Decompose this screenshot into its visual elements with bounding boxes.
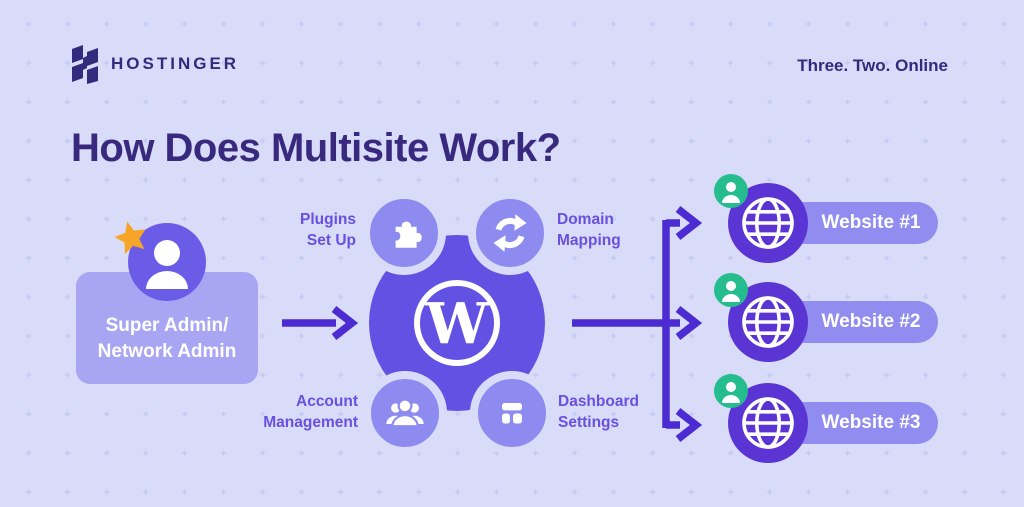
- website-3-user-badge: [714, 374, 748, 408]
- label-plugins-set-up: Plugins Set Up: [300, 209, 356, 251]
- website-2-label: Website #2: [821, 311, 921, 332]
- dashboard-icon: [502, 403, 522, 424]
- label-domain-line1: Domain: [557, 211, 614, 228]
- globe-icon: [742, 296, 794, 348]
- super-admin-line1: Super Admin/: [105, 315, 229, 336]
- hostinger-logo: HOSTINGER: [70, 44, 239, 84]
- satellite-plugins: [362, 191, 446, 275]
- website-3-label: Website #3: [821, 412, 921, 433]
- satellite-domain: [468, 191, 552, 275]
- label-domain-mapping: Domain Mapping: [557, 209, 621, 251]
- sync-icon: [493, 214, 527, 252]
- super-admin-line2: Network Admin: [97, 341, 237, 362]
- label-dashboard-line2: Settings: [558, 414, 620, 431]
- user-badge-icon: [722, 382, 740, 403]
- label-domain-line2: Mapping: [557, 232, 621, 249]
- user-badge-icon: [722, 281, 740, 302]
- arrow-core-to-websites: [572, 206, 703, 442]
- website-2-user-badge: [714, 273, 748, 307]
- label-dashboard-settings: Dashboard Settings: [558, 391, 639, 433]
- label-account-management: Account Management: [263, 391, 358, 433]
- website-3-globe-circle: [728, 383, 808, 463]
- page-title: How Does Multisite Work?: [71, 126, 561, 170]
- label-plugins-line1: Plugins: [300, 211, 356, 228]
- arrow-admin-to-core: [282, 306, 359, 340]
- brand-tagline: Three. Two. Online: [797, 56, 948, 75]
- website-1-user-badge: [714, 174, 748, 208]
- user-badge-icon: [722, 182, 740, 203]
- label-plugins-line2: Set Up: [306, 232, 356, 249]
- globe-icon: [742, 197, 794, 249]
- hostinger-h-icon: [72, 45, 98, 84]
- wordpress-w-monogram: W: [425, 291, 490, 357]
- user-icon: [146, 240, 188, 289]
- wordpress-logo: W: [414, 280, 500, 366]
- super-admin-label: Super Admin/ Network Admin: [98, 313, 237, 365]
- website-1-label: Website #1: [821, 212, 921, 233]
- star-icon: [114, 221, 146, 254]
- label-account-line1: Account: [296, 393, 358, 410]
- puzzle-icon: [395, 221, 422, 248]
- label-account-line2: Management: [263, 414, 358, 431]
- satellite-dashboard: [470, 371, 554, 455]
- label-dashboard-line1: Dashboard: [558, 393, 639, 410]
- people-icon: [386, 398, 424, 428]
- brand-name: HOSTINGER: [111, 54, 240, 73]
- satellite-account: [363, 371, 447, 455]
- globe-icon: [742, 397, 794, 449]
